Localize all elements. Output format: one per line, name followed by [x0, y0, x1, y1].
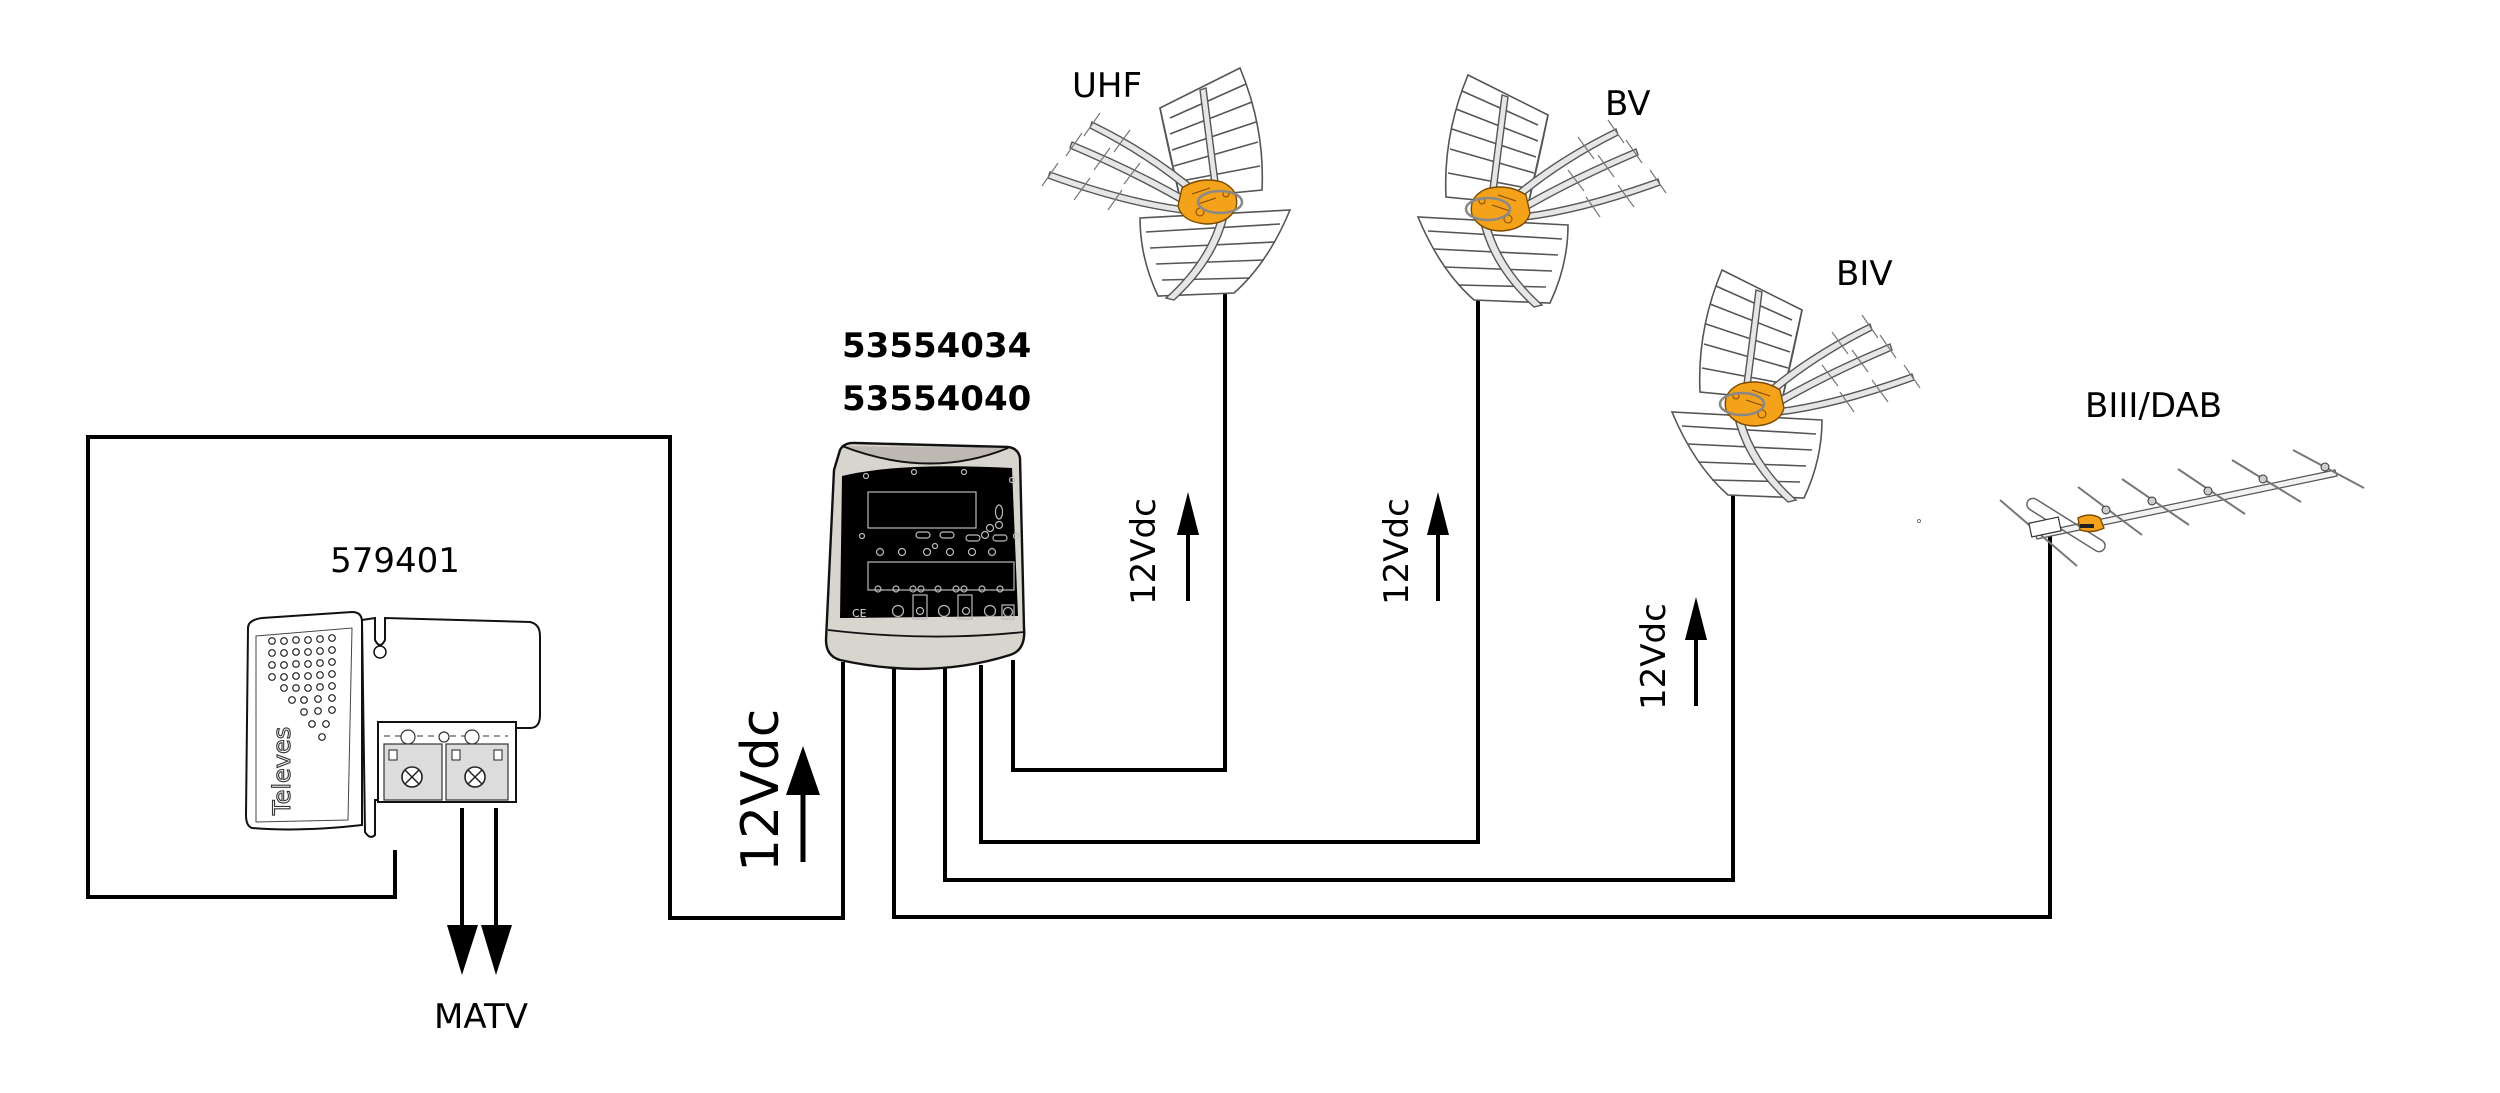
voltage-label-main: 12Vdc	[731, 709, 791, 872]
matv-output-arrows	[447, 925, 512, 975]
wire-biv	[943, 478, 1735, 882]
voltage-label-uhf: 12Vdc	[1124, 498, 1164, 605]
wiring	[86, 262, 2052, 930]
vent-holes	[268, 634, 336, 741]
power-indicator-bv: 12Vdc	[1377, 492, 1449, 605]
amplifier-panel-details	[858, 468, 1020, 591]
amplifier-connectors	[874, 585, 1015, 620]
amplifier-model-label-2: 53554040	[842, 379, 1031, 419]
wire-uhf	[1011, 262, 1227, 772]
antenna-label-biv: BIV	[1836, 254, 1893, 294]
voltage-label-biv: 12Vdc	[1634, 603, 1674, 710]
power-supply-579401[interactable]: Televes	[244, 610, 541, 838]
voltage-label-bv: 12Vdc	[1377, 498, 1417, 605]
wire-psu-loop	[86, 435, 845, 920]
power-indicator-biv: 12Vdc	[1634, 597, 1707, 710]
power-supply-model-label: 579401	[330, 541, 460, 581]
arrow-up-icon	[1177, 492, 1199, 535]
antenna-biv[interactable]	[1670, 268, 1922, 504]
brand-logo: Televes	[268, 727, 296, 816]
antenna-biii-dab[interactable]	[1999, 449, 2365, 567]
ce-mark: CE	[852, 607, 867, 620]
arrow-up-icon	[1427, 492, 1449, 535]
amplifier-model-label-1: 53554034	[842, 326, 1031, 366]
arrow-down-icon	[447, 925, 478, 975]
antenna-label-biii-dab: BIII/DAB	[2085, 386, 2222, 426]
wire-bv	[979, 270, 1480, 844]
matv-output-label: MATV	[434, 997, 528, 1037]
antenna-label-bv: BV	[1605, 84, 1651, 124]
power-indicator-uhf: 12Vdc	[1124, 492, 1199, 605]
stray-dot	[1917, 519, 1921, 523]
arrow-up-icon	[786, 746, 820, 795]
arrow-up-icon	[1685, 597, 1707, 640]
psu-connector-block	[377, 721, 517, 803]
antenna-label-uhf: UHF	[1072, 66, 1142, 106]
wire-biii-dab	[892, 528, 2052, 919]
power-indicator-main: 12Vdc	[731, 709, 820, 872]
arrow-down-icon	[481, 925, 512, 975]
amplifier-53554034[interactable]: CE	[824, 441, 1026, 671]
